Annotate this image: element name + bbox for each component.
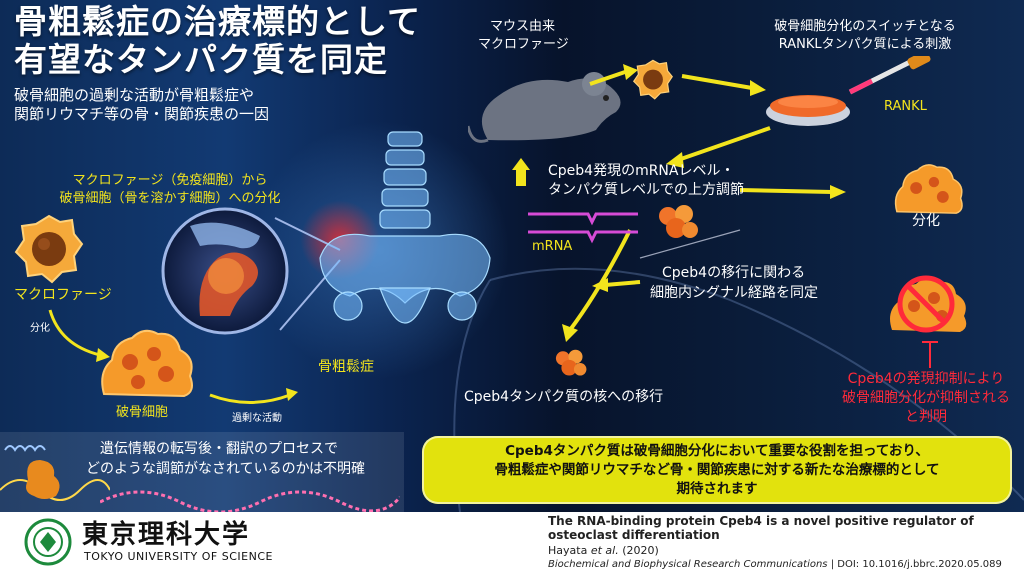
- paper-title-line1: The RNA-binding protein Cpeb4 is a novel…: [548, 514, 974, 528]
- rankl-switch-label-line2: RANKLタンパク質による刺激: [778, 37, 952, 52]
- rankl-switch-label-line1: 破骨細胞分化のスイッチとなる: [774, 19, 956, 34]
- macrophage-label: マクロファージ: [14, 287, 112, 303]
- inhibition-text-line2: 破骨細胞分化が抑制される: [842, 390, 1010, 406]
- osteoporosis-label: 骨粗鬆症: [318, 359, 374, 375]
- excess-activity-label: 過剰な活動: [232, 413, 282, 424]
- nuclear-translocation-text: Cpeb4タンパク質の核への移行: [464, 389, 664, 405]
- cpeb4-nuclear-icon: [555, 349, 587, 376]
- authors-etal: et al.: [590, 544, 619, 557]
- subtitle-line1: 破骨細胞の過剰な活動が骨粗鬆症や: [14, 86, 255, 104]
- inhibition-text-line1: Cpeb4の発現抑制により: [847, 371, 1005, 387]
- inhibition-text-line3: と判明: [905, 409, 947, 425]
- upregulation-text-line1: Cpeb4発現のmRNAレベル・: [548, 163, 735, 179]
- bone-joint-magnified-icon: [161, 207, 289, 335]
- cpeb4-protein-icon: [659, 205, 698, 238]
- mrna-strand-icon: [100, 490, 400, 512]
- paper-year: (2020): [618, 544, 659, 557]
- osteoclast-label: 破骨細胞: [116, 405, 169, 420]
- upregulation-text-line2: タンパク質レベルでの上方調節: [548, 182, 744, 198]
- osteoclast-icon: [101, 329, 193, 398]
- university-seal-icon: [24, 518, 72, 566]
- authors-prefix: Hayata: [548, 544, 591, 557]
- summary-line1: Cpeb4タンパク質は破骨細胞分化において重要な役割を担っており、: [505, 443, 929, 459]
- differentiation-heading-line1: マクロファージ（免疫細胞）から: [72, 173, 268, 188]
- macrophage-small-icon: [632, 59, 673, 100]
- macrophage-icon: [14, 214, 84, 284]
- university-name-en: TOKYO UNIVERSITY OF SCIENCE: [84, 550, 273, 563]
- unknown-text-line1: 遺伝情報の転写後・翻訳のプロセスで: [100, 441, 338, 457]
- mrna-icon: [528, 212, 638, 244]
- differentiation-heading-line2: 破骨細胞（骨を溶かす細胞）への分化: [59, 191, 281, 206]
- rankl-label: RANKL: [884, 99, 927, 114]
- right-flow-arrows: [512, 64, 846, 342]
- inhibition-marker: [922, 341, 938, 368]
- mouse-label-line2: マクロファージ: [478, 37, 569, 52]
- infographic-canvas: 骨粗鬆症の治療標的として 有望なタンパク質を同定 破骨細胞の過剰な活動が骨粗鬆症…: [0, 0, 1024, 512]
- summary-line2: 骨粗鬆症や関節リウマチなど骨・関節疾患に対する新たな治療標的として: [494, 462, 940, 478]
- summary-box: Cpeb4タンパク質は破骨細胞分化において重要な役割を担っており、 骨粗鬆症や関…: [422, 436, 1012, 504]
- subtitle-line2: 関節リウマチ等の骨・関節疾患の一因: [14, 105, 270, 123]
- university-name-jp: 東京理科大学: [82, 520, 251, 550]
- signal-text-line1: Cpeb4の移行に関わる: [662, 265, 806, 281]
- unknown-text-line2: どのような調節がなされているのかは不明確: [86, 461, 366, 477]
- doi-link[interactable]: | DOI: 10.1016/j.bbrc.2020.05.089: [827, 559, 1002, 570]
- inhibited-osteoclast-icon: [890, 275, 967, 333]
- mouse-label-line1: マウス由来: [490, 19, 556, 34]
- signal-text-line2: 細胞内シグナル経路を同定: [650, 285, 818, 301]
- page-title-line1: 骨粗鬆症の治療標的として: [14, 2, 422, 41]
- footer: 東京理科大学 TOKYO UNIVERSITY OF SCIENCE The R…: [0, 512, 1024, 576]
- paper-authors: Hayata et al. (2020): [548, 544, 659, 558]
- osteoclast-small-icon: [894, 164, 963, 214]
- paper-title-line2: osteoclast differentiation: [548, 528, 720, 542]
- spine-pelvis-icon: [319, 131, 491, 324]
- mrna-label: mRNA: [532, 239, 573, 254]
- page-title-line2: 有望なタンパク質を同定: [14, 40, 388, 79]
- left-flow-arrows: [48, 309, 298, 404]
- petri-dish-pipette-icon: [766, 56, 931, 126]
- paper-citation: Biochemical and Biophysical Research Com…: [548, 558, 1002, 572]
- journal-name: Biochemical and Biophysical Research Com…: [548, 559, 828, 570]
- differentiation-right-label: 分化: [912, 213, 940, 229]
- ribosome-icon: [0, 445, 110, 501]
- summary-line3: 期待されます: [676, 481, 758, 497]
- differentiation-small-label: 分化: [30, 323, 50, 334]
